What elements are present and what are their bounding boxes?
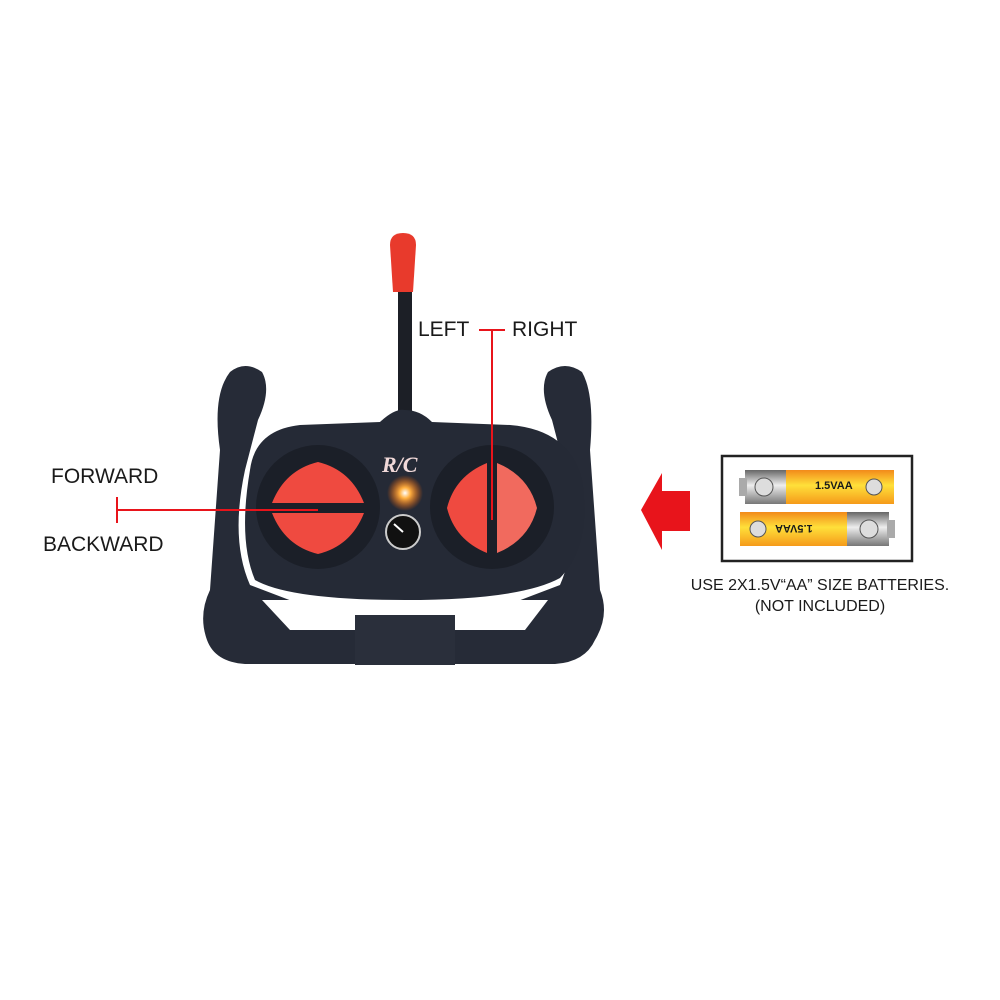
battery-note-line1: USE 2X1.5V“AA” SIZE BATTERIES. (690, 577, 950, 594)
forward-backward-buttons[interactable] (272, 462, 364, 554)
callout-lines (116, 329, 505, 523)
backward-label: BACKWARD (43, 533, 164, 556)
speedometer-icon (385, 514, 421, 550)
right-label: RIGHT (512, 318, 578, 341)
antenna (390, 233, 416, 425)
battery-diagram (720, 454, 914, 563)
left-label: LEFT (418, 318, 470, 341)
forward-label: FORWARD (51, 465, 159, 488)
battery-label-bottom: 1.5VAA (775, 522, 813, 534)
led-light-icon (387, 475, 423, 511)
battery-note-line2: (NOT INCLUDED) (754, 598, 886, 615)
remote-controller (203, 366, 604, 665)
left-right-buttons[interactable] (447, 463, 537, 553)
arrow-left-icon (641, 473, 690, 550)
rc-logo: R/C (382, 452, 418, 477)
battery-label-top: 1.5VAA (815, 480, 853, 492)
